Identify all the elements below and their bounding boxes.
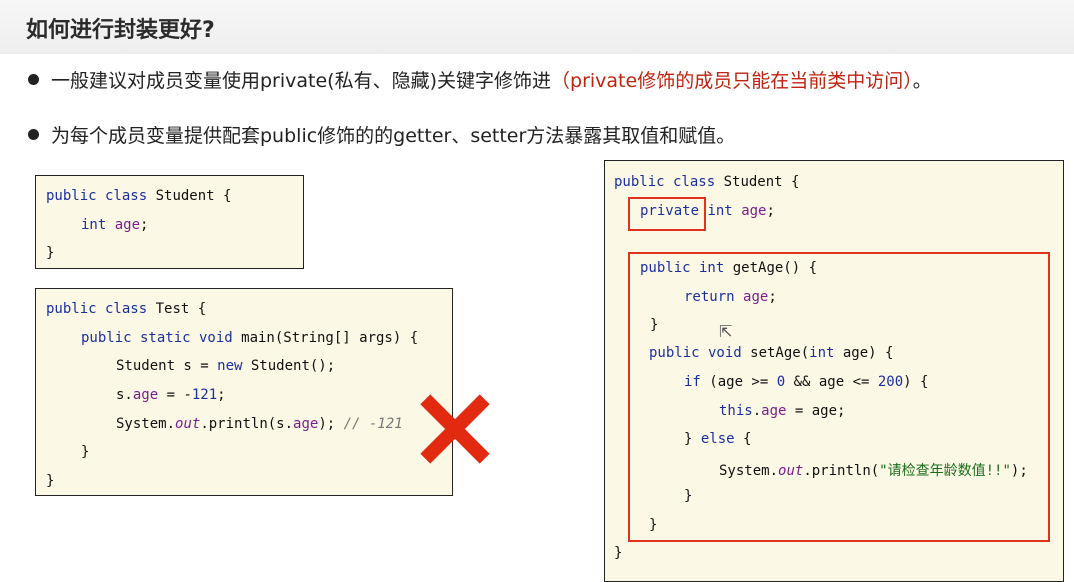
bullet2-text: 为每个成员变量提供配套public修饰的的getter、setter方法暴露其取…	[51, 125, 736, 147]
code-line: int age;	[81, 217, 149, 233]
title-bar	[0, 0, 1074, 54]
bullet1-text: 一般建议对成员变量使用private(私有、隐藏)关键字修饰进	[51, 70, 552, 92]
getter-setter-highlight-box	[628, 252, 1050, 542]
code-line: this.age = age;	[719, 403, 846, 419]
bullet1-red-note: （private修饰的成员只能在当前类中访问）	[551, 70, 913, 92]
code-box-student: public class Student { int age; }	[35, 175, 304, 269]
bullet1-end: 。	[912, 70, 932, 92]
code-line: System.out.println("请检查年龄数值!!");	[719, 463, 1028, 479]
code-line: }	[684, 488, 693, 504]
code-line: }	[46, 473, 55, 489]
code-line: public class Test {	[46, 301, 207, 317]
code-box-test: public class Test { public static void m…	[35, 288, 453, 496]
code-line: private int age;	[640, 203, 775, 219]
bullet-getter-setter: 为每个成员变量提供配套public修饰的的getter、setter方法暴露其取…	[28, 121, 735, 148]
private-highlight-box	[628, 197, 706, 231]
code-line: } else {	[684, 431, 752, 447]
code-line: public int getAge() {	[640, 260, 818, 276]
bullet-dot-icon	[28, 129, 39, 140]
code-line: if (age >= 0 && age <= 200) {	[684, 374, 929, 390]
code-line: public static void main(String[] args) {	[81, 330, 419, 346]
code-line: Student s = new Student();	[116, 358, 336, 374]
bullet-dot-icon	[28, 74, 39, 85]
bullet-private: 一般建议对成员变量使用private(私有、隐藏)关键字修饰进（private修…	[28, 66, 932, 93]
wrong-cross-icon	[418, 393, 490, 465]
code-line: s.age = -121;	[116, 387, 226, 403]
code-line: public class Student {	[614, 174, 800, 190]
code-line: System.out.println(s.age); // -121	[116, 416, 403, 432]
code-line: }	[46, 245, 55, 261]
slide-title: 如何进行封装更好?	[26, 18, 215, 43]
code-line: public class Student {	[46, 188, 232, 204]
code-line: }	[614, 545, 623, 561]
code-line: }	[649, 517, 658, 533]
code-line: }	[81, 444, 90, 460]
mouse-cursor-icon: ⇱	[719, 322, 733, 341]
code-line: }	[650, 317, 659, 333]
code-line: public void setAge(int age) {	[649, 345, 894, 361]
code-line: return age;	[684, 289, 777, 305]
